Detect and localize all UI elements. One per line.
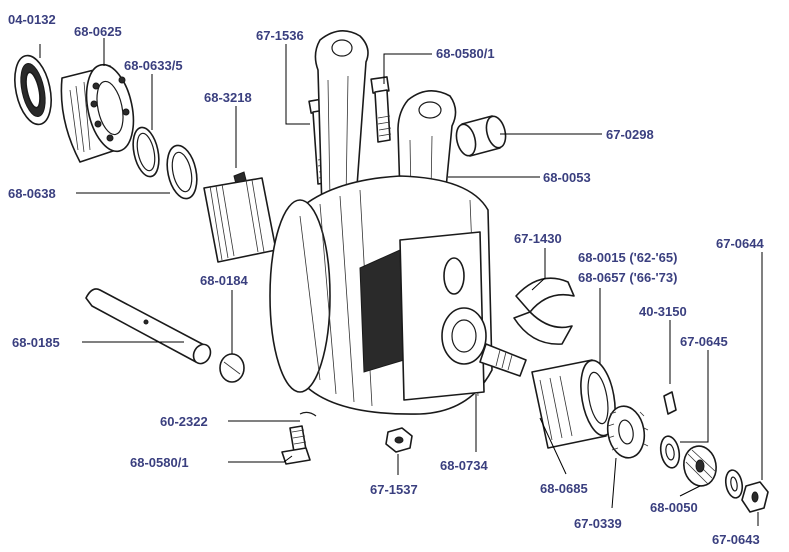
label-68-0580-1-bottom: 68-0580/1 <box>130 455 189 470</box>
label-04-0132: 04-0132 <box>8 12 56 27</box>
label-67-1430: 67-1430 <box>514 231 562 246</box>
label-68-0050: 68-0050 <box>650 500 698 515</box>
label-67-1537: 67-1537 <box>370 482 418 497</box>
label-67-1536: 67-1536 <box>256 28 304 43</box>
label-40-3150: 40-3150 <box>639 304 687 319</box>
pinion-nut-part <box>741 481 769 513</box>
label-67-0643: 67-0643 <box>712 532 760 547</box>
pinion-washer-part <box>659 435 681 469</box>
label-68-0580-1-top: 68-0580/1 <box>436 46 495 61</box>
rod-bolt-right-part <box>370 76 392 143</box>
label-68-0638: 68-0638 <box>8 186 56 201</box>
label-68-0685: 68-0685 <box>540 481 588 496</box>
crankshaft-timing-shaft-part <box>441 307 527 377</box>
main-bearing-shells-part <box>513 277 575 345</box>
nut-washer-part <box>724 469 744 499</box>
ball-bearing-part <box>60 63 135 163</box>
label-68-0015: 68-0015 ('62-'65) <box>578 250 677 265</box>
label-68-0633-5: 68-0633/5 <box>124 58 183 73</box>
label-68-0734: 68-0734 <box>440 458 488 473</box>
label-68-0185: 68-0185 <box>12 335 60 350</box>
label-67-0298: 67-0298 <box>606 127 654 142</box>
sludge-trap-plug-part <box>219 353 245 383</box>
lock-washer-part <box>299 411 317 417</box>
label-68-3218: 68-3218 <box>204 90 252 105</box>
thrust-washer-part <box>166 144 198 200</box>
crankpin-part <box>85 288 212 365</box>
label-68-0657: 68-0657 ('66-'73) <box>578 270 677 285</box>
label-67-0645: 67-0645 <box>680 334 728 349</box>
leader-lines <box>39 38 763 526</box>
shim-part <box>132 126 160 178</box>
small-end-bush-part <box>455 115 507 157</box>
flywheel-bolt-part <box>281 425 311 465</box>
flywheel-assembly-part <box>269 175 493 415</box>
label-67-0644: 67-0644 <box>716 236 764 251</box>
label-68-0184: 68-0184 <box>200 273 248 288</box>
oil-pump-worm-part <box>683 445 717 487</box>
label-68-0053: 68-0053 <box>543 170 591 185</box>
timing-main-bearing-part <box>531 359 616 449</box>
rod-nut-part <box>385 427 413 453</box>
label-67-0339: 67-0339 <box>574 516 622 531</box>
timing-pinion-part <box>606 405 649 459</box>
label-68-0625: 68-0625 <box>74 24 122 39</box>
oil-seal-part <box>14 54 52 126</box>
part-number-labels: 04-0132 68-0625 68-0633/5 68-3218 67-153… <box>8 12 764 547</box>
label-60-2322: 60-2322 <box>160 414 208 429</box>
pinion-key-part <box>663 391 677 415</box>
crankshaft-drive-shaft-part <box>203 177 277 263</box>
